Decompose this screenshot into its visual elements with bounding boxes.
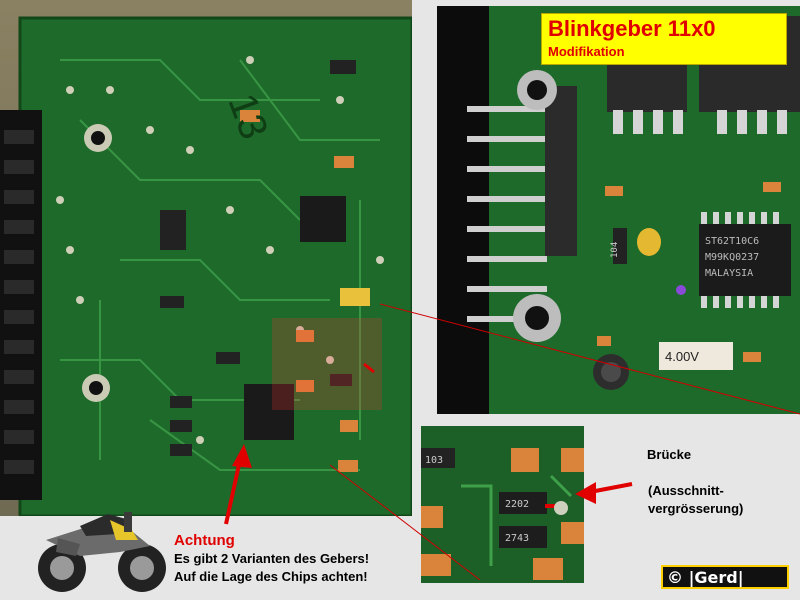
copyright-logo: © |Gerd| (661, 565, 789, 589)
ic-marking-1: ST62T10C6 (705, 236, 759, 247)
pcb-photo-zoom: 103 2202 2743 (421, 426, 584, 583)
ic-marking-3: MALAYSIA (705, 268, 753, 279)
pcb-photo-detail: ST62T10C6 M99KQ0237 MALAYSIA 104 4.00V (437, 6, 800, 414)
pcb-zoom-drawing: 103 2202 2743 (421, 426, 584, 583)
bridge-detail-line2: vergrösserung) (648, 501, 744, 516)
title-box: Blinkgeber 11x0 Modifikation (541, 13, 787, 65)
crystal-label: 4.00V (665, 349, 699, 364)
resistor-2202-label: 2202 (505, 499, 529, 510)
chip-arrow-icon (232, 444, 252, 468)
page-title: Blinkgeber 11x0 (548, 16, 716, 41)
pcb-main-drawing: 13 (0, 16, 412, 516)
bridge-arrow-icon (575, 482, 596, 504)
resistor-104-label: 104 (610, 242, 620, 258)
warning-heading: Achtung (174, 532, 235, 549)
warning-line-2: Auf die Lage des Chips achten! (174, 569, 368, 584)
copyright-logo-text: © |Gerd| (667, 568, 744, 587)
motorcycle-icon (38, 512, 166, 592)
page-subtitle: Modifikation (548, 44, 625, 59)
bridge-label: Brücke (647, 447, 692, 462)
bridge-detail-line1: (Ausschnitt- (648, 483, 724, 498)
resistor-103-label: 103 (425, 455, 443, 466)
ic-marking-2: M99KQ0237 (705, 252, 759, 263)
pcb-photo-main: 13 (0, 0, 412, 516)
resistor-2743-label: 2743 (505, 533, 529, 544)
warning-line-1: Es gibt 2 Varianten des Gebers! (174, 551, 370, 566)
